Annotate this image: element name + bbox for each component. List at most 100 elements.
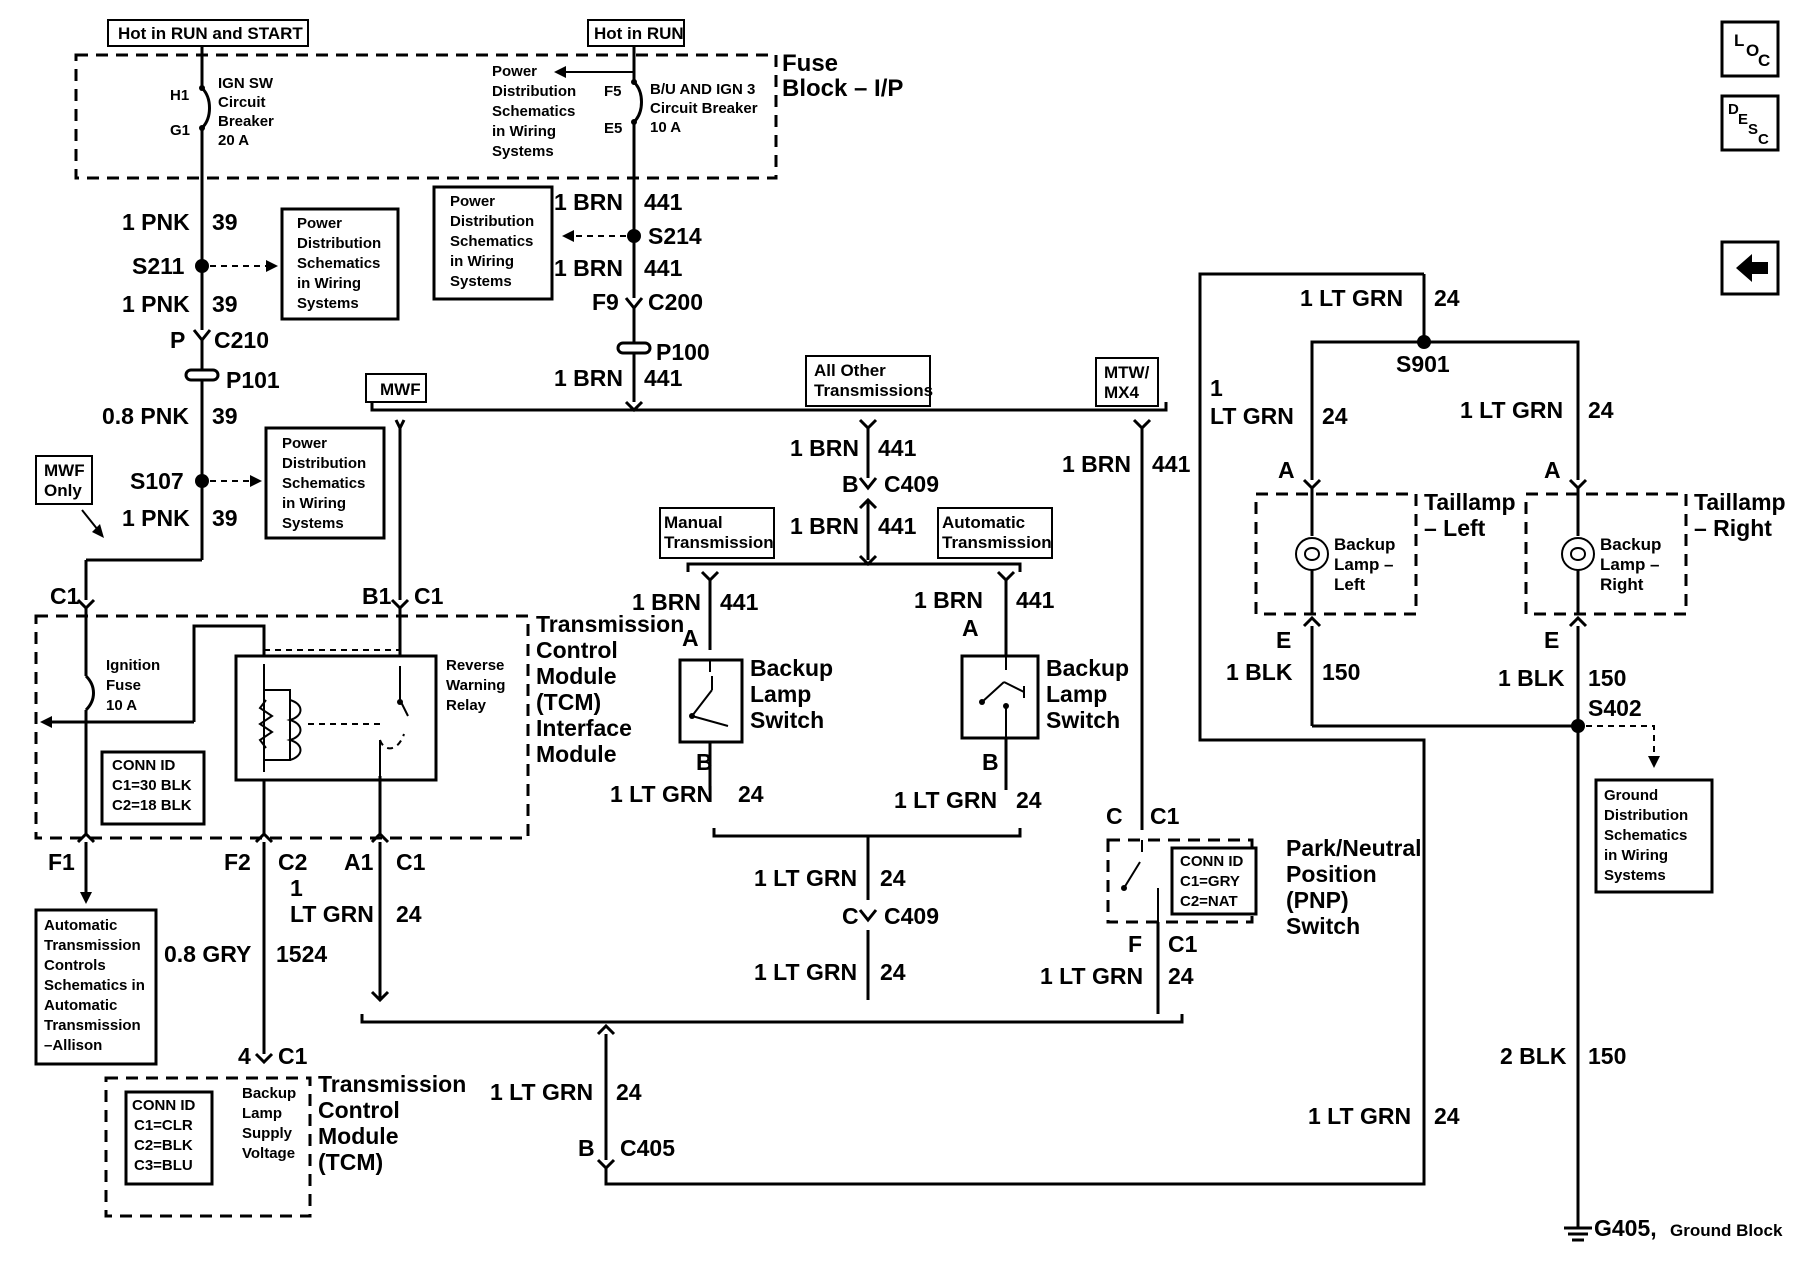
wire-441-d-gauge: 1 BRN	[790, 435, 859, 461]
wire-441-c-circuit: 441	[644, 365, 683, 391]
s402-ref-line	[1586, 725, 1655, 758]
wire-39-b-circuit: 39	[212, 291, 238, 317]
wire-24-top-gauge: 1 LT GRN	[1300, 285, 1403, 311]
backup-lamp-left-label: Backup Lamp – Left	[1334, 535, 1400, 594]
backup-lamp-left-bulb-icon	[1295, 537, 1329, 571]
tcm-c1-left: C1	[50, 583, 80, 609]
splice-s107: S107	[130, 468, 184, 494]
wire-150-r-gauge: 1 BLK	[1498, 665, 1565, 691]
c210-name: C210	[214, 327, 269, 353]
wire-441-a-circuit: 441	[644, 189, 683, 215]
ms-pin-a: A	[682, 625, 699, 651]
splice-s402-dot	[1571, 719, 1585, 733]
manual-trans-tag	[659, 507, 775, 559]
svg-text:C: C	[1758, 51, 1770, 70]
power-dist-ref-s107: Power Distribution Schematics in Wiring …	[282, 435, 370, 532]
c405-symbol	[596, 1158, 616, 1171]
c409-bot-name: C409	[884, 903, 939, 929]
c405-name: C405	[620, 1135, 675, 1161]
ignition-fuse-symbol	[84, 674, 95, 712]
splice-s214-dot	[627, 229, 641, 243]
power-dist-arrow-head	[554, 66, 566, 78]
taillamp-left-outline	[1254, 492, 1418, 616]
power-dist-ref-fuse: Power Distribution Schematics in Wiring …	[492, 63, 580, 160]
hot-run-label: Hot in RUN	[594, 24, 684, 43]
c409-bot-pin: C	[842, 903, 859, 929]
desc-button[interactable]: D E S C	[1720, 94, 1780, 152]
pnp-switch-label: Park/Neutral Position (PNP) Switch	[1286, 835, 1428, 939]
loc-icon[interactable]	[1720, 20, 1780, 78]
desc-icon[interactable]	[1720, 94, 1780, 152]
wire-24-tcm-gauge: 1 LT GRN	[290, 875, 374, 927]
wire-24-pnp-gauge: 1 LT GRN	[1040, 963, 1143, 989]
taillamp-right-outline	[1524, 492, 1688, 616]
wire-441-d-circuit: 441	[878, 435, 917, 461]
tcm-interface-conn-id-box	[100, 750, 206, 826]
loc-button[interactable]: L O C	[1720, 20, 1780, 78]
as-pin-b: B	[982, 749, 999, 775]
tcm-label: Transmission Control Module (TCM)	[318, 1071, 473, 1175]
mtw-mx4-label: MTW/ MX4	[1104, 363, 1154, 402]
svg-text:E: E	[1738, 111, 1748, 128]
wire-441-c-gauge: 1 BRN	[554, 365, 623, 391]
splice-s214: S214	[648, 223, 702, 249]
wire-150-l-circuit: 150	[1322, 659, 1360, 685]
automatic-trans-label: Automatic Transmission	[942, 513, 1052, 552]
wire-39-d-gauge: 1 PNK	[122, 505, 190, 531]
wire-24-c409b-gauge: 1 LT GRN	[754, 959, 857, 985]
ign-sw-breaker-label: IGN SW Circuit Breaker 20 A	[218, 75, 278, 149]
wire-24-ms-gauge: 1 LT GRN	[610, 781, 713, 807]
bus-441-trans	[686, 562, 1022, 572]
wire-24-top-circuit: 24	[1434, 285, 1460, 311]
c200-connector-symbol	[624, 297, 644, 311]
power-dist-ref-s211: Power Distribution Schematics in Wiring …	[297, 215, 385, 312]
backup-switch-auto-symbol	[981, 656, 1025, 738]
wire-24-right-circuit: 24	[1434, 1103, 1460, 1129]
backup-lamp-right-bulb-icon	[1561, 537, 1595, 571]
back-button[interactable]	[1720, 240, 1780, 296]
internal-feed-arrow	[40, 716, 52, 728]
tcm-interface-label: Transmission Control Module (TCM) Interf…	[536, 611, 691, 767]
ground-g405: G405,	[1594, 1215, 1657, 1241]
splice-s211-dot	[195, 259, 209, 273]
s107-ref-arrow	[250, 475, 262, 487]
bu-ign3-breaker-label: B/U AND IGN 3 Circuit Breaker 10 A	[650, 81, 762, 136]
pin-h1: H1	[170, 87, 189, 104]
svg-text:D: D	[1728, 101, 1739, 118]
svg-text:C: C	[1758, 131, 1769, 148]
mtw-mx4-tag	[1095, 357, 1159, 407]
auto-trans-ref: Automatic Transmission Controls Schemati…	[44, 917, 149, 1054]
fuse-block-outline	[74, 53, 778, 180]
wire-39-c-gauge: 0.8 PNK	[102, 403, 189, 429]
to-auto-trans-arrow	[80, 892, 92, 904]
wire-441-f-circuit: 441	[720, 589, 759, 615]
tcm2-pin: 4	[238, 1043, 251, 1069]
tcm-conn-id: CONN ID C1=CLR C2=BLK C3=BLU	[132, 1097, 200, 1174]
tcm-interface-conn-id: CONN ID C1=30 BLK C2=18 BLK	[112, 757, 196, 814]
wire-24-c409a-circuit: 24	[880, 865, 906, 891]
reverse-relay-label: Reverse Warning Relay	[446, 657, 510, 714]
wire-39-a-circuit: 39	[212, 209, 238, 235]
tcm-f2: F2	[224, 849, 251, 875]
backup-switch-auto-box	[960, 654, 1040, 740]
ignition-fuse-label: Ignition Fuse 10 A	[106, 657, 164, 714]
mwf-only-label: MWF Only	[44, 461, 89, 500]
c405-pin: B	[578, 1135, 595, 1161]
p101-inline-symbol	[184, 368, 220, 382]
svg-text:L: L	[1734, 31, 1744, 50]
wire-441-e-gauge: 1 BRN	[790, 513, 859, 539]
tcm-c2: C2	[278, 849, 307, 875]
wire-441-b-circuit: 441	[644, 255, 683, 281]
svg-text:O: O	[1746, 41, 1759, 60]
pnp-conn-id-box	[1170, 846, 1258, 916]
s211-ref-arrow	[266, 260, 278, 272]
wire-441-f-gauge: 1 BRN	[632, 589, 701, 615]
c409-bot-symbol	[858, 909, 878, 923]
ground-block-label: Ground Block	[1670, 1221, 1783, 1240]
ign-sw-breaker-symbol	[200, 86, 211, 130]
p101-label: P101	[226, 367, 280, 393]
wire-1524-gauge: 0.8 GRY	[164, 941, 251, 967]
c210-connector-symbol	[192, 329, 212, 343]
mwf-label: MWF	[380, 380, 421, 399]
